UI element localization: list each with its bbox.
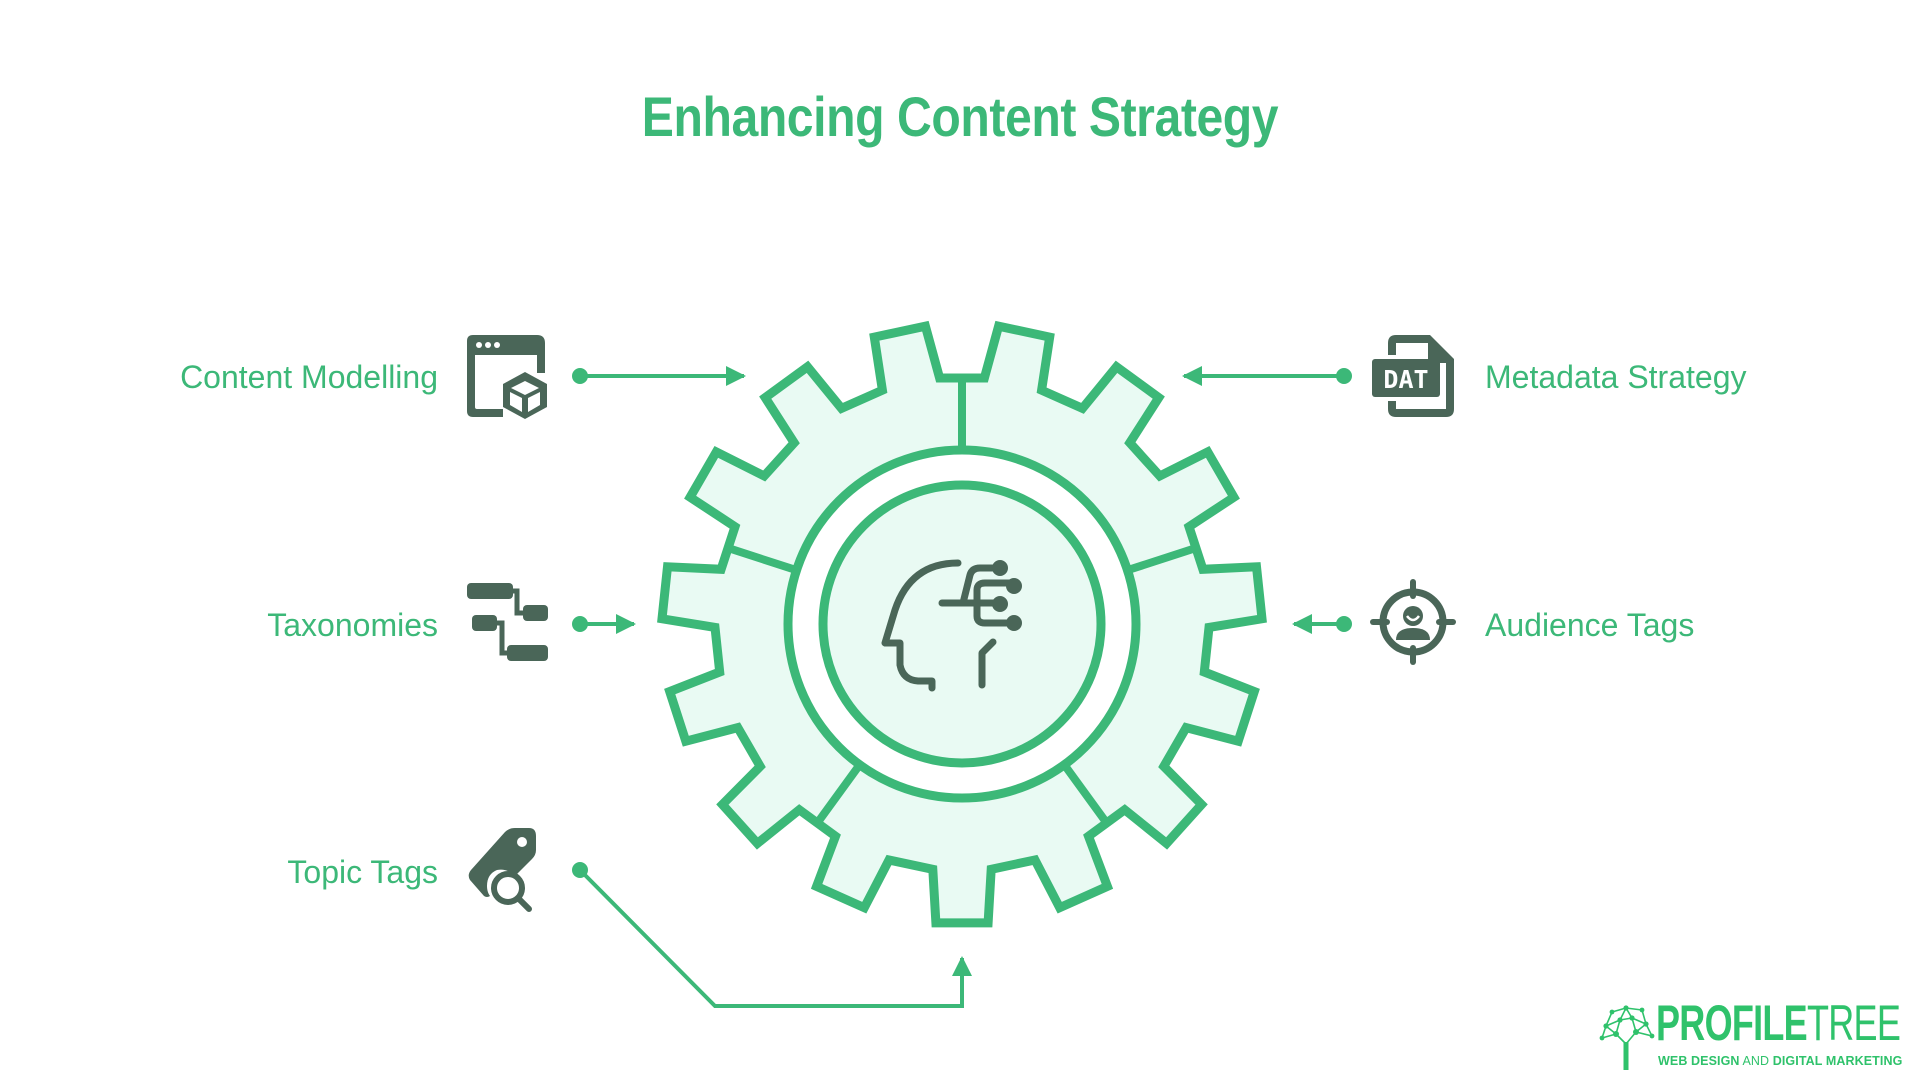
gear-inner-ring (818, 480, 1106, 768)
logo-wordmark: PROFILETREE (1656, 998, 1920, 1048)
logo-name-bold: PROFILE (1656, 995, 1808, 1051)
gear-dividers (723, 375, 1201, 828)
browser-cube-icon (467, 335, 547, 419)
connector-taxonomies (572, 614, 636, 634)
label-audience-tags: Audience Tags (1485, 607, 1695, 643)
connector-audience-tags (1292, 614, 1352, 634)
audience-target-icon (1370, 579, 1456, 665)
connector-content-modelling (572, 366, 746, 386)
dat-file-text: DAT (1383, 365, 1428, 394)
profiletree-logo: PROFILETREE WEB DESIGN AND DIGITAL MARKE… (1598, 998, 1908, 1072)
gear-divider (1128, 543, 1201, 574)
tag-search-icon (468, 828, 536, 912)
gear-divider (723, 543, 796, 574)
connector-metadata-strategy (1182, 366, 1352, 386)
ai-head-circuit-icon (881, 559, 1015, 692)
gear-divider (1062, 764, 1112, 828)
ai-head-circuit-nodes (992, 560, 1022, 631)
label-content-modelling: Content Modelling (180, 359, 438, 395)
label-topic-tags: Topic Tags (287, 854, 438, 890)
page-title-text: Enhancing Content Strategy (641, 85, 1279, 148)
logo-tagline-part: DIGITAL MARKETING (1772, 1054, 1903, 1068)
gear (657, 320, 1267, 928)
label-metadata-strategy: Metadata Strategy (1485, 359, 1747, 395)
logo-name-thin: TREE (1806, 995, 1901, 1051)
gear-divider (812, 764, 862, 828)
label-taxonomies: Taxonomies (267, 607, 438, 643)
logo-tagline-part: WEB DESIGN (1658, 1054, 1740, 1068)
logo-tagline: WEB DESIGN AND DIGITAL MARKETING (1658, 1054, 1902, 1068)
dat-file-icon: DAT (1372, 335, 1454, 417)
tree-network-icon (1599, 1005, 1655, 1070)
logo-tagline-part: AND (1739, 1054, 1773, 1068)
page-title: Enhancing Content Strategy (0, 84, 1920, 149)
connector-topic-tags (572, 862, 972, 1008)
hierarchy-tree-icon (467, 583, 548, 661)
